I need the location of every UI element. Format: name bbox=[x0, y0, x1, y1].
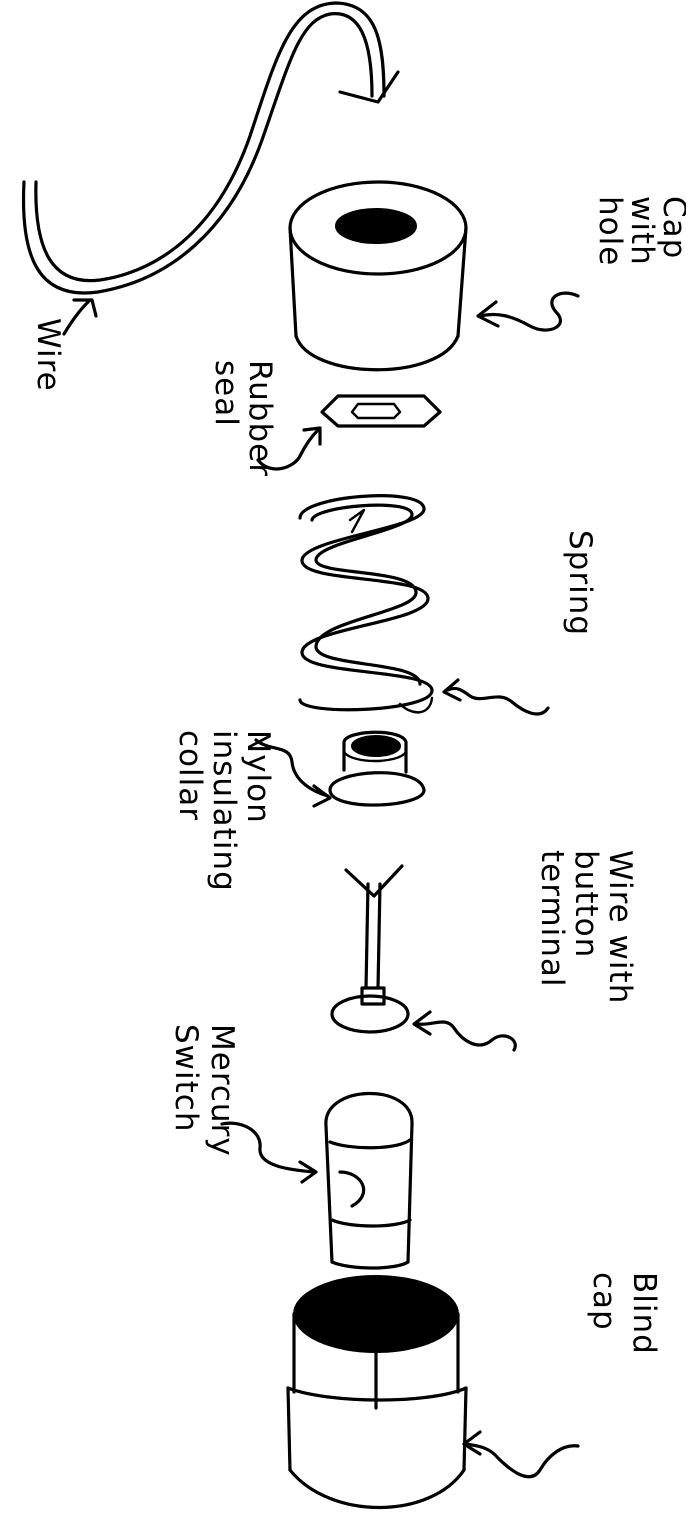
label-line: insulating bbox=[206, 730, 242, 892]
label-line: Wire bbox=[30, 318, 66, 392]
label-line: with bbox=[624, 196, 660, 266]
label-line: Switch bbox=[168, 1024, 204, 1133]
label-line: cap bbox=[586, 1272, 622, 1331]
label-line: Cap bbox=[656, 196, 686, 259]
labels-layer: CapwithholeWireRubbersealSpringNyloninsu… bbox=[30, 196, 686, 1355]
label-line: Nylon bbox=[240, 730, 276, 824]
label-spring: Spring bbox=[562, 530, 598, 636]
spring-drawing bbox=[298, 494, 434, 714]
rubber-seal-drawing bbox=[320, 394, 442, 428]
mercury-switch-drawing bbox=[324, 1091, 414, 1270]
label-line: seal bbox=[208, 360, 244, 427]
blind-cap-drawing bbox=[286, 1275, 468, 1509]
label-line: hole bbox=[592, 196, 628, 266]
pointer-arrows bbox=[62, 291, 580, 1479]
nylon-collar-drawing bbox=[328, 730, 426, 807]
label-line: Blind bbox=[626, 1272, 662, 1355]
label-line: Mercury bbox=[204, 1024, 240, 1157]
label-line: button bbox=[568, 850, 604, 958]
label-line: terminal bbox=[534, 850, 570, 988]
label-line: Wire with bbox=[602, 850, 638, 1004]
label-wire: Wire bbox=[30, 318, 66, 392]
label-line: Rubber bbox=[242, 360, 278, 477]
wire-button-terminal-drawing bbox=[330, 864, 410, 1034]
label-line: Spring bbox=[562, 530, 598, 636]
cap-with-hole-drawing bbox=[288, 180, 468, 372]
wire-drawing bbox=[21, 1, 400, 295]
label-line: collar bbox=[172, 730, 208, 821]
